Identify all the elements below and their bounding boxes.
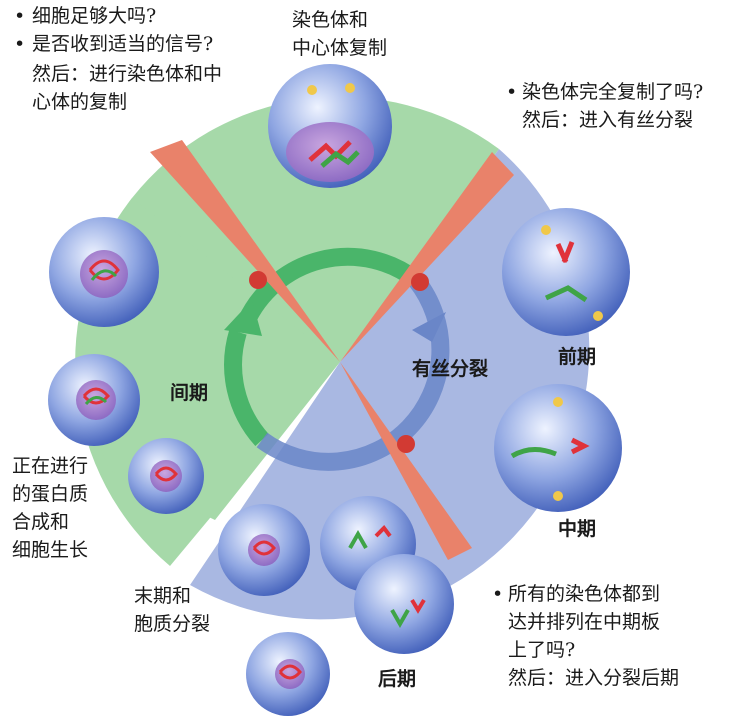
phase-telophase-label-2: 胞质分裂 xyxy=(134,613,211,635)
checkpoint-marker-g1 xyxy=(249,271,267,289)
growth-label-2: 的蛋白质 xyxy=(12,483,89,505)
cell-prophase xyxy=(502,208,630,336)
checkpoint-m-then: 然后：进入分裂后期 xyxy=(508,667,680,689)
checkpoint-wedge-g2 xyxy=(340,152,514,362)
checkpoint-wedge-g1 xyxy=(150,140,340,362)
phase-metaphase-label: 中期 xyxy=(558,518,597,540)
checkpoint-g1-question-2: 是否收到适当的信号? xyxy=(32,33,214,55)
cell-telophase-1 xyxy=(218,504,310,596)
cell-g1-2 xyxy=(48,354,140,446)
replication-label-2: 中心体复制 xyxy=(292,37,388,59)
mitosis-sector xyxy=(190,149,590,620)
checkpoint-m-question-2: 达并排列在中期板 xyxy=(508,611,661,633)
bullet-g2-q1: • xyxy=(506,81,518,103)
checkpoint-m-question-1: 所有的染色体都到 xyxy=(508,583,661,605)
checkpoint-g1-question-1: 细胞足够大吗? xyxy=(32,5,157,27)
growth-label-3: 合成和 xyxy=(12,511,70,533)
cycle-arrow-green-lower xyxy=(224,329,269,447)
phase-interphase-label: 间期 xyxy=(170,382,209,404)
bullet-g1-q1: • xyxy=(14,5,26,27)
cell-top-replication xyxy=(268,64,392,188)
cell-anaphase xyxy=(320,496,454,654)
bullet-g1-q2: • xyxy=(14,33,26,55)
checkpoint-g2-then: 然后：进入有丝分裂 xyxy=(522,109,694,131)
cell-g1-3 xyxy=(128,438,204,514)
phase-prophase-label: 前期 xyxy=(558,346,597,368)
cell-g1-1 xyxy=(49,217,159,327)
checkpoint-m-question-3: 上了吗? xyxy=(508,639,576,661)
phase-anaphase-label: 后期 xyxy=(378,668,417,690)
cycle-arrowhead-blue xyxy=(412,312,446,342)
checkpoint-g1-then-1: 然后：进行染色体和中 xyxy=(32,63,223,85)
checkpoint-marker-g2 xyxy=(411,273,429,291)
cell-telophase-2 xyxy=(246,632,330,716)
growth-label-1: 正在进行 xyxy=(12,455,89,477)
checkpoint-g1-then-2: 心体的复制 xyxy=(32,91,128,113)
phase-mitosis-label: 有丝分裂 xyxy=(412,358,489,380)
phase-telophase-label-1: 末期和 xyxy=(134,585,192,607)
cycle-arrowhead-green xyxy=(224,300,262,336)
cell-metaphase xyxy=(494,384,622,512)
cycle-arrow-green xyxy=(237,247,422,326)
checkpoint-wedge-m xyxy=(340,362,472,560)
bullet-m-q1: • xyxy=(492,583,504,605)
replication-label-1: 染色体和 xyxy=(292,9,369,31)
checkpoint-g2-question: 染色体完全复制了吗? xyxy=(522,81,704,103)
growth-label-4: 细胞生长 xyxy=(12,539,89,561)
checkpoint-marker-m xyxy=(397,435,415,453)
